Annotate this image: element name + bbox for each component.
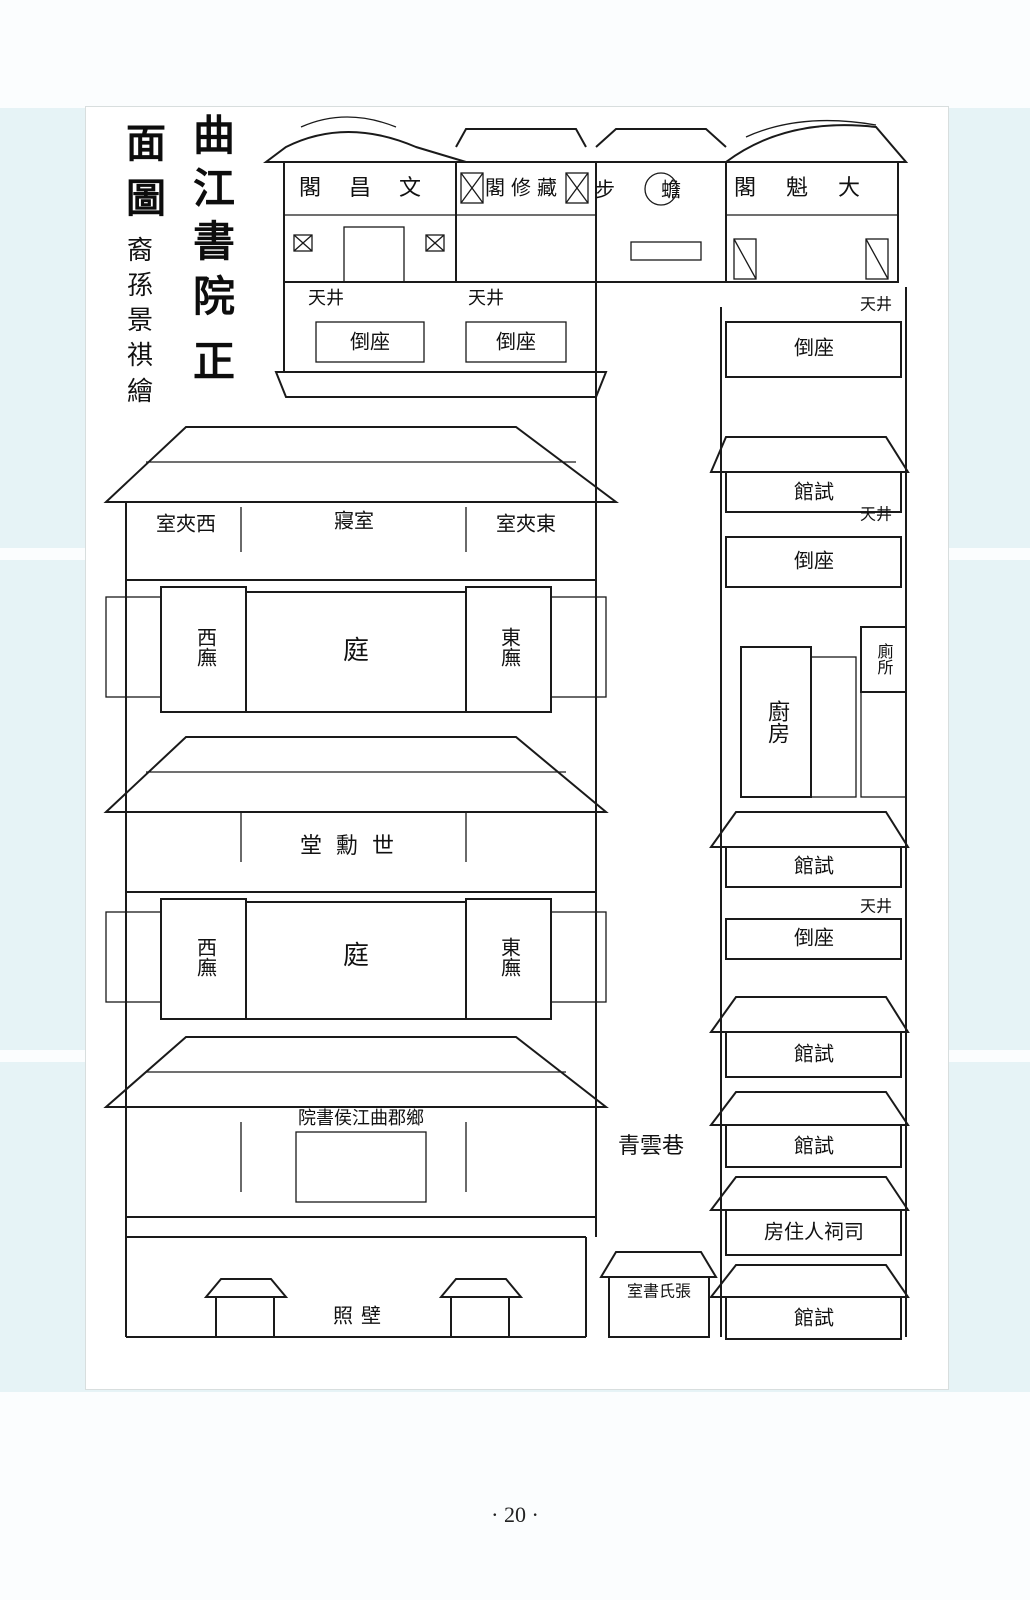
author-char: 景 bbox=[127, 306, 153, 336]
kuixing-pavilion: 閣魁大 bbox=[722, 119, 909, 283]
title-sub-char: 圖 bbox=[126, 175, 166, 222]
cangxiu-pavilion-label: 閣修藏 bbox=[485, 176, 563, 200]
title-sub-char: 面 bbox=[126, 120, 166, 167]
wenchang-pavilion: 閣昌文 bbox=[263, 116, 467, 283]
shiguan-label: 館試 bbox=[794, 1042, 834, 1066]
kitchen-label: 廚房 bbox=[764, 700, 790, 744]
west-side-room-label: 室夾西 bbox=[156, 512, 216, 536]
tianjing-label: 天井 bbox=[860, 897, 892, 916]
buchan-gate-label: 步蟾 bbox=[595, 178, 727, 202]
tianjing-label: 天井 bbox=[860, 505, 892, 524]
toilet-label: 廁所 bbox=[875, 642, 894, 675]
east-column: 倒座 天井 館試 天井 倒座 廚房 廁所 館試 天井 倒座 館試 館試 房住人祠… bbox=[708, 287, 910, 1340]
east-wing-label: 東廡 bbox=[498, 937, 522, 977]
author-char: 孫 bbox=[127, 271, 153, 301]
second-courtyard: 庭 西廡 東廡 bbox=[105, 898, 607, 1020]
title-block: 曲 江 書 院 正 面 圖 裔 孫 景 祺 繪 bbox=[126, 111, 235, 407]
zhang-study-label: 室書氏張 bbox=[627, 1282, 691, 1301]
east-side-room-label: 室夾東 bbox=[496, 512, 556, 536]
tianjing-label: 天井 bbox=[860, 295, 892, 314]
qingyun-lane: 青雲巷 室書氏張 bbox=[599, 1134, 718, 1338]
daozuo-label: 倒座 bbox=[350, 330, 390, 354]
cangxiu-pavilion: 閣修藏 bbox=[455, 128, 597, 283]
academy-main-hall: 院書侯江曲郡鄉 bbox=[103, 1036, 609, 1218]
tianjing-label: 天井 bbox=[468, 288, 504, 309]
west-wing-label: 西廡 bbox=[194, 627, 218, 667]
shiguan-label: 館試 bbox=[794, 854, 834, 878]
upper-daozuo-rooms: 倒座 倒座 天井 天井 bbox=[274, 281, 608, 398]
kuixing-pavilion-label: 閣魁大 bbox=[734, 176, 890, 201]
author-char: 祺 bbox=[127, 341, 153, 371]
courtyard-label: 庭 bbox=[343, 941, 369, 971]
first-courtyard: 庭 西廡 東廡 bbox=[105, 586, 607, 713]
title-main-char: 正 bbox=[193, 337, 235, 386]
screen-wall-area: 照壁 bbox=[203, 1278, 524, 1338]
floor-plan-drawing: 曲 江 書 院 正 面 圖 裔 孫 景 祺 繪 閣昌文 閣修藏 bbox=[103, 111, 910, 1340]
title-main-char: 曲 bbox=[193, 111, 235, 160]
daozuo-label: 倒座 bbox=[496, 330, 536, 354]
woodblock-plan-plate: 曲 江 書 院 正 面 圖 裔 孫 景 祺 繪 閣昌文 閣修藏 bbox=[85, 106, 949, 1390]
daozuo-label: 倒座 bbox=[794, 549, 834, 573]
author-char: 繪 bbox=[127, 377, 153, 407]
dormitory-hall: 室夾西 寢室 室夾東 bbox=[103, 426, 619, 581]
page-number: · 20 · bbox=[491, 1502, 539, 1527]
east-wing-label: 東廡 bbox=[498, 627, 522, 667]
shixun-hall-label: 堂勳世 bbox=[300, 834, 408, 859]
title-main-char: 江 bbox=[193, 164, 235, 213]
buchan-gate: 步蟾 bbox=[595, 128, 727, 283]
shiguan-label: 館試 bbox=[794, 480, 834, 504]
wenchang-pavilion-label: 閣昌文 bbox=[299, 176, 449, 201]
tianjing-label: 天井 bbox=[308, 288, 344, 309]
title-main-char: 書 bbox=[193, 217, 235, 266]
west-wing-label: 西廡 bbox=[194, 937, 218, 977]
shiguan-label: 館試 bbox=[794, 1134, 834, 1158]
academy-hall-label: 院書侯江曲郡鄉 bbox=[298, 1108, 424, 1129]
shixun-hall: 堂勳世 bbox=[103, 736, 609, 893]
dorm-label: 寢室 bbox=[334, 509, 374, 533]
qingyun-lane-label: 青雲巷 bbox=[618, 1134, 684, 1159]
daozuo-label: 倒座 bbox=[794, 336, 834, 360]
courtyard-label: 庭 bbox=[343, 636, 369, 666]
title-main-char: 院 bbox=[193, 272, 235, 321]
caretaker-room-label: 房住人祠司 bbox=[764, 1220, 864, 1244]
author-char: 裔 bbox=[127, 236, 153, 266]
screen-wall-label: 照壁 bbox=[333, 1304, 389, 1328]
daozuo-label: 倒座 bbox=[794, 926, 834, 950]
shiguan-label: 館試 bbox=[794, 1306, 834, 1330]
